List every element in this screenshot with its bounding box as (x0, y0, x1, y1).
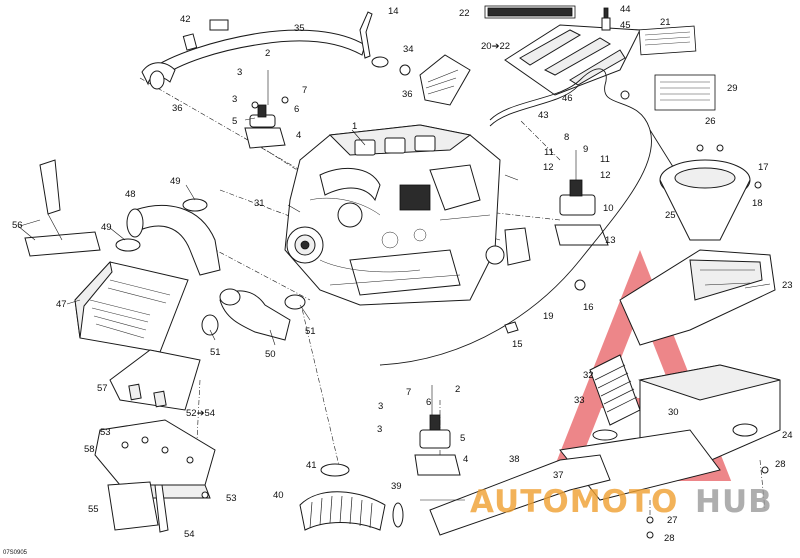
callout-53: 53 (100, 427, 111, 438)
callout-7: 7 (406, 387, 411, 398)
callout-17: 17 (758, 162, 769, 173)
callout-10: 10 (603, 203, 614, 214)
callout-9: 9 (583, 144, 588, 155)
intake-cover (484, 5, 716, 111)
callout-leaders (19, 117, 771, 501)
callout-12: 12 (543, 162, 554, 173)
callout-12: 12 (600, 170, 611, 181)
callout-32: 32 (583, 370, 594, 381)
cables (379, 68, 701, 366)
callout-36: 36 (402, 89, 413, 100)
callout-28: 28 (775, 459, 786, 470)
callout-30: 30 (668, 407, 679, 418)
callout-44: 44 (620, 4, 631, 15)
callout-49: 49 (101, 222, 112, 233)
air-intake-duct (429, 144, 781, 539)
callout-6: 6 (294, 104, 299, 115)
callout-51: 51 (210, 347, 221, 358)
callout-57: 57 (97, 383, 108, 394)
callout-2: 2 (455, 384, 460, 395)
drawing-reference: 07S0905 (3, 550, 28, 556)
callout-13: 13 (605, 235, 616, 246)
callout-51: 51 (305, 326, 316, 337)
engine-mount-right (554, 150, 609, 246)
callout-48: 48 (125, 189, 136, 200)
callout-7: 7 (302, 85, 307, 96)
callout-15: 15 (512, 339, 523, 350)
callout-43: 43 (538, 110, 549, 121)
callout-29: 29 (727, 83, 738, 94)
intercooler-assembly (17, 159, 306, 533)
callout-24: 24 (782, 430, 793, 441)
callout-38: 38 (509, 454, 520, 465)
callout-33: 33 (574, 395, 585, 406)
callout-49: 49 (170, 176, 181, 187)
callout-42: 42 (180, 14, 191, 25)
callout-35: 35 (294, 23, 305, 34)
callout-14: 14 (388, 6, 399, 17)
callout-36: 36 (172, 103, 183, 114)
watermark-text: AUTOMOTO HUB (470, 484, 773, 520)
callout-16: 16 (583, 302, 594, 313)
callout-18: 18 (752, 198, 763, 209)
callout-11: 11 (600, 154, 610, 165)
callout-55: 55 (88, 504, 99, 515)
engine-block (284, 124, 531, 306)
engine-mount-upper (244, 70, 289, 149)
callout-1: 1 (352, 121, 357, 132)
engine-mount-lower (414, 385, 461, 476)
callout-3: 3 (378, 401, 383, 412)
callout-26: 26 (705, 116, 716, 127)
callout-34: 34 (403, 44, 414, 55)
callout-5: 5 (232, 116, 237, 127)
callout-19: 19 (543, 311, 554, 322)
flex-hose-40 (299, 463, 404, 531)
callout-37: 37 (553, 470, 564, 481)
callout-54: 54 (184, 529, 195, 540)
hose-35-assembly (141, 11, 471, 106)
watermark-brand-gray: HUB (695, 484, 773, 520)
callout-25: 25 (665, 210, 676, 221)
watermark-brand-red: AUTOMOTO (470, 484, 678, 520)
callout-5: 5 (460, 433, 465, 444)
callout-8: 8 (564, 132, 569, 143)
callout-41: 41 (306, 460, 317, 471)
callout-20-22: 20➔22 (481, 41, 510, 52)
callout-27: 27 (667, 515, 678, 526)
callout-22: 22 (459, 8, 470, 19)
callout-46: 46 (562, 93, 573, 104)
callout-labels: 1 2 2 3 3 3 3 4 4 5 5 6 6 7 7 8 9 10 11 … (12, 4, 793, 544)
callout-2: 2 (265, 48, 270, 59)
callout-31: 31 (254, 198, 265, 209)
callout-47: 47 (56, 299, 67, 310)
callout-4: 4 (296, 130, 301, 141)
callout-52-54: 52➔54 (186, 408, 215, 419)
callout-3: 3 (377, 424, 382, 435)
callout-3: 3 (232, 94, 237, 105)
callout-21: 21 (660, 17, 671, 28)
callout-56: 56 (12, 220, 23, 231)
callout-4: 4 (463, 454, 468, 465)
callout-23: 23 (782, 280, 793, 291)
callout-53: 53 (226, 493, 237, 504)
callout-50: 50 (265, 349, 276, 360)
callout-6: 6 (426, 397, 431, 408)
callout-39: 39 (391, 481, 402, 492)
callout-11: 11 (544, 147, 554, 158)
callout-40: 40 (273, 490, 284, 501)
callout-28: 28 (664, 533, 675, 544)
callout-3: 3 (237, 67, 242, 78)
callout-58: 58 (84, 444, 95, 455)
callout-45: 45 (620, 20, 631, 31)
